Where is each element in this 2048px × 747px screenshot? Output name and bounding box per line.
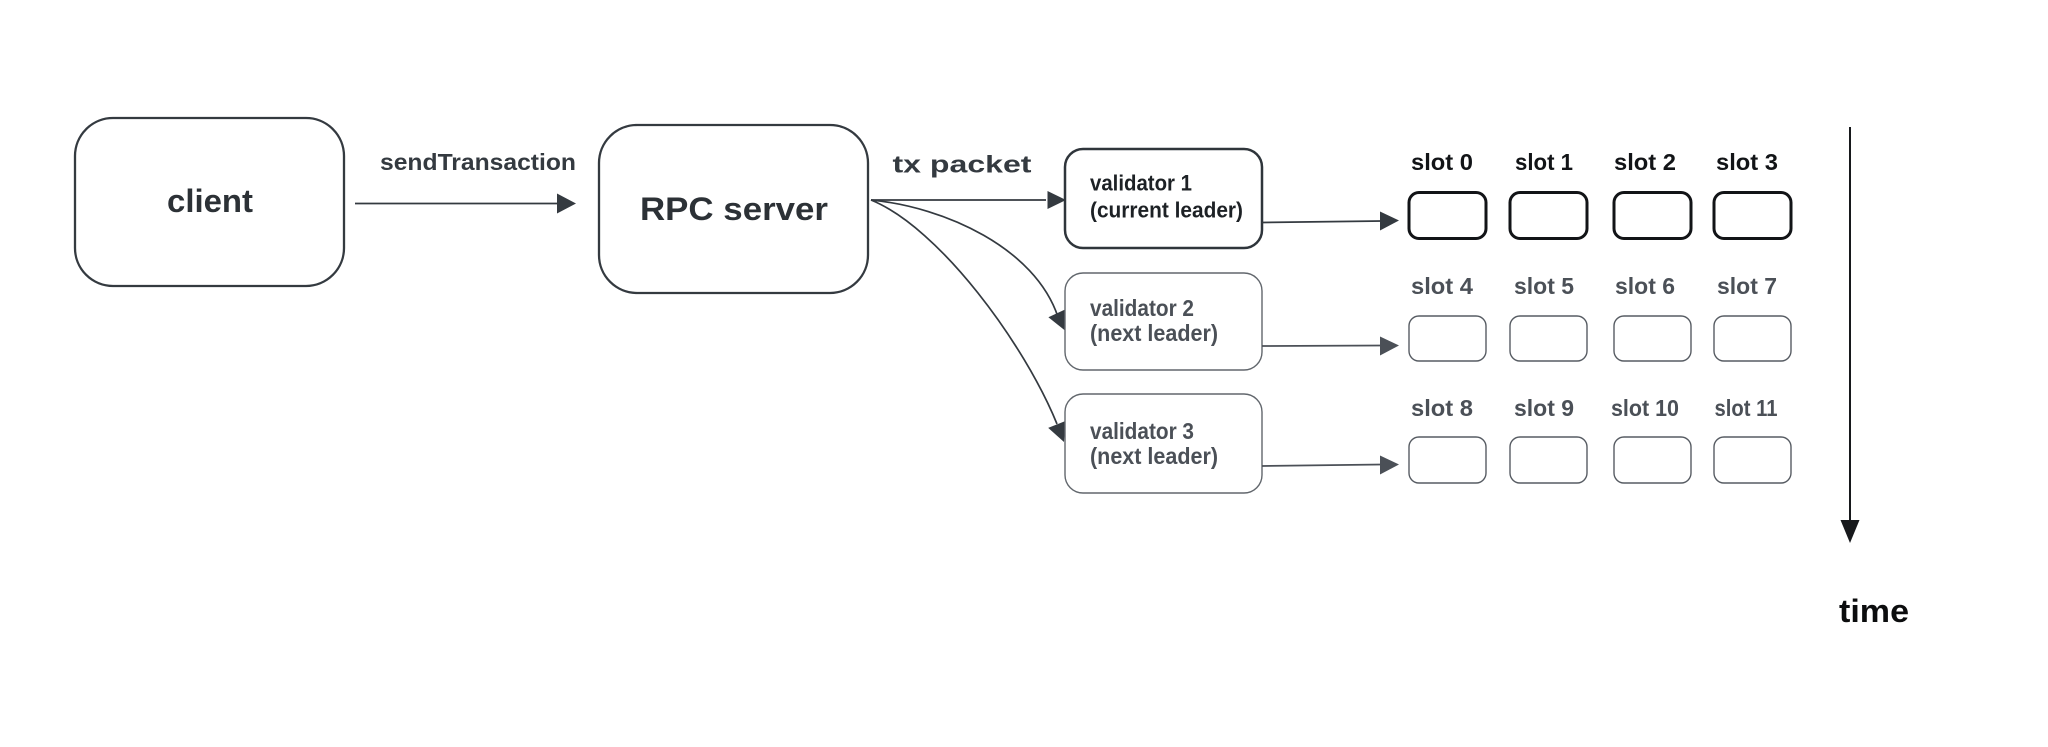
svg-text:client: client	[167, 183, 253, 219]
svg-text:slot 10: slot 10	[1611, 395, 1679, 421]
svg-text:validator 3: validator 3	[1090, 418, 1194, 444]
svg-text:validator 1: validator 1	[1090, 171, 1192, 196]
svg-text:slot 0: slot 0	[1411, 149, 1473, 175]
svg-text:validator 2: validator 2	[1090, 295, 1194, 321]
svg-text:slot 3: slot 3	[1716, 149, 1778, 175]
svg-text:slot 8: slot 8	[1411, 395, 1473, 421]
svg-text:slot 9: slot 9	[1514, 395, 1574, 421]
svg-text:slot 5: slot 5	[1514, 273, 1574, 299]
svg-text:RPC server: RPC server	[640, 191, 828, 227]
svg-text:time: time	[1839, 593, 1909, 629]
svg-text:slot 2: slot 2	[1614, 149, 1676, 175]
svg-text:(next leader): (next leader)	[1090, 443, 1218, 469]
svg-text:tx packet: tx packet	[893, 152, 1032, 179]
svg-text:slot 7: slot 7	[1717, 273, 1777, 299]
svg-text:slot 6: slot 6	[1615, 273, 1675, 299]
svg-text:sendTransaction: sendTransaction	[380, 149, 576, 175]
svg-text:slot 11: slot 11	[1715, 395, 1778, 421]
svg-text:slot 4: slot 4	[1411, 273, 1473, 299]
svg-text:(next leader): (next leader)	[1090, 320, 1218, 346]
svg-text:(current leader): (current leader)	[1090, 198, 1243, 223]
svg-text:slot 1: slot 1	[1515, 149, 1573, 175]
